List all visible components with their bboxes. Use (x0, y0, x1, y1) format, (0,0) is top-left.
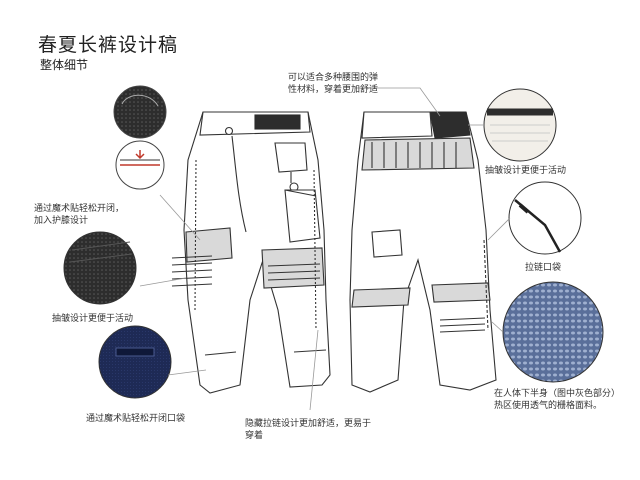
velcro-pocket-fabric-icon (98, 325, 172, 399)
back-view-pants (349, 111, 497, 393)
callout-hidden-zip-line2: 穿着 (245, 431, 264, 441)
front-view-pants (171, 111, 331, 394)
callout-velcro-knee-line2: 加入护膝设计 (34, 216, 89, 226)
callout-pleat-left: 抽皱设计更便于活动 (52, 314, 134, 324)
callout-velcro-pocket: 通过魔术贴轻松开闭口袋 (86, 414, 186, 424)
callout-zip-pocket: 拉链口袋 (525, 263, 562, 273)
knee-pad-fabric-icon (63, 231, 137, 305)
mesh-fabric-detail-icon (502, 281, 604, 383)
velcro-open-icon (115, 140, 165, 190)
callout-hidden-zip: 隐藏拉链设计更加舒适，更易于 穿着 (245, 418, 371, 442)
callout-elastic-waist-line2: 性材料，穿着更加舒适 (288, 85, 379, 95)
page-title: 春夏长裤设计稿 (38, 34, 179, 56)
callout-velcro-knee-line1: 通过魔术贴轻松开闭， (34, 204, 125, 214)
callout-velcro-knee: 通过魔术贴轻松开闭， 加入护膝设计 (34, 203, 124, 227)
waist-pleat-detail-icon (483, 88, 557, 162)
callout-elastic-waist: 可以适合多种腰围的弹 性材料，穿着更加舒适 (288, 72, 378, 96)
callout-mesh-fabric: 在人体下半身（图中灰色部分） 热区使用透气的栅格面料。 (494, 388, 620, 412)
callout-mesh-fabric-line1: 在人体下半身（图中灰色部分） (494, 389, 621, 399)
callout-hidden-zip-line1: 隐藏拉链设计更加舒适，更易于 (245, 419, 372, 429)
callout-mesh-fabric-line2: 热区使用透气的栅格面料。 (494, 401, 603, 411)
velcro-closeup-icon (113, 85, 167, 139)
leader-lines (139, 87, 511, 411)
page-subtitle: 整体细节 (40, 58, 89, 72)
zip-pocket-detail-icon (508, 181, 582, 255)
callout-pleat-right: 抽皱设计更便于活动 (485, 166, 567, 176)
callout-elastic-waist-line1: 可以适合多种腰围的弹 (288, 73, 379, 83)
